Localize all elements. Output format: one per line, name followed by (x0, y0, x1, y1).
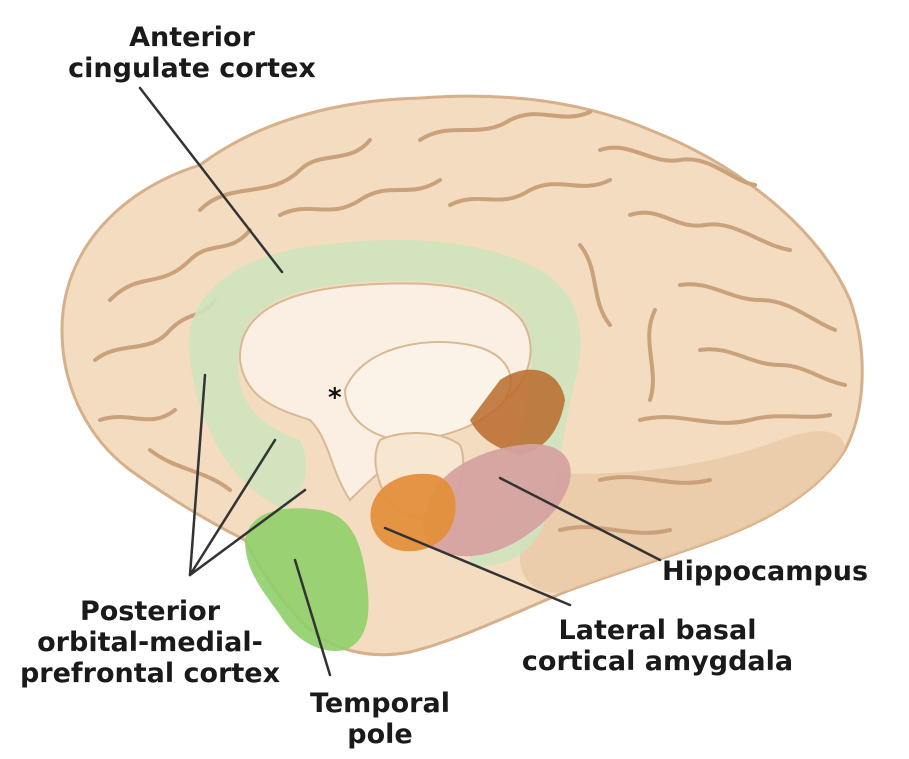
label-line: Anterior (129, 22, 255, 53)
label-line: prefrontal cortex (19, 658, 281, 689)
label-line: pole (347, 719, 413, 750)
leader-ompfc-2 (188, 438, 277, 577)
label-posterior-ompfc: Posterior orbital-medial- prefrontal cor… (15, 596, 285, 689)
label-hippocampus: Hippocampus (662, 556, 872, 587)
leader-amygdala (383, 526, 572, 607)
label-line: Lateral basal (558, 615, 757, 646)
deep-medial-area (470, 369, 565, 455)
leader-hippocampus (498, 476, 662, 562)
leader-ompfc-1 (188, 373, 207, 577)
label-line: orbital-medial- (37, 627, 263, 658)
hippocampus-region (423, 444, 571, 557)
label-line: Temporal (310, 688, 450, 719)
inferior-shading (520, 431, 845, 593)
label-line: Hippocampus (662, 556, 869, 587)
asterisk-marker: * (328, 383, 342, 413)
cingulate-region (188, 239, 581, 566)
label-lateral-basal-amygdala: Lateral basal cortical amygdala (520, 615, 795, 677)
temporal-pole-region (245, 508, 369, 651)
label-line: cingulate cortex (68, 53, 316, 84)
leader-temporal-pole (293, 558, 332, 677)
label-temporal-pole: Temporal pole (290, 688, 470, 750)
label-anterior-cingulate: Anterior cingulate cortex (62, 22, 322, 84)
leader-lines (138, 86, 662, 677)
leader-anterior-cingulate (138, 86, 284, 274)
leader-ompfc-3 (188, 488, 307, 577)
label-line: cortical amygdala (521, 646, 794, 677)
label-line: Posterior (79, 596, 221, 627)
